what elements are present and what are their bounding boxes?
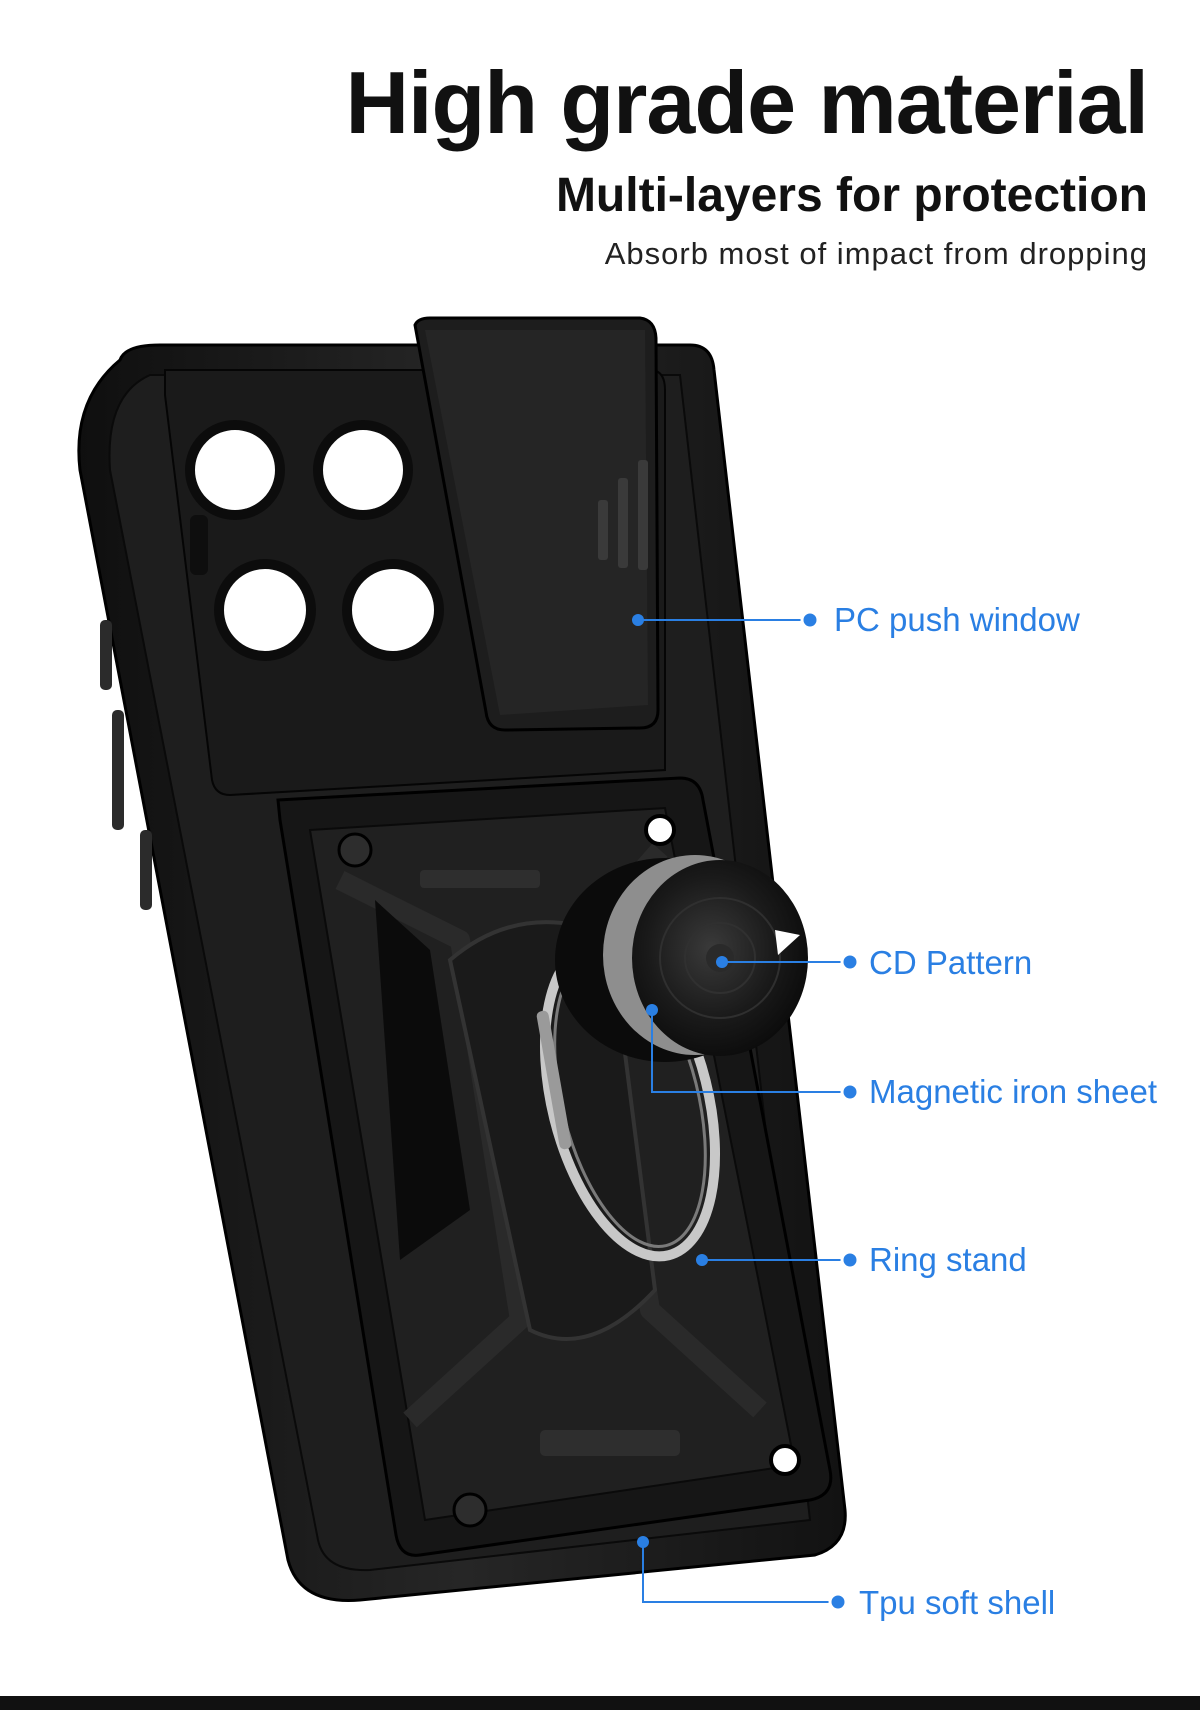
callout-label-pc-push-window: PC push window — [834, 601, 1080, 638]
camera-lens-icon — [185, 420, 285, 520]
side-button — [140, 830, 152, 910]
callout-label-cd-pattern: CD Pattern — [869, 944, 1033, 981]
side-button — [112, 710, 124, 830]
tagline: Absorb most of impact from dropping — [604, 236, 1148, 271]
callout-label-tpu-soft-shell: Tpu soft shell — [859, 1584, 1056, 1621]
grip-pattern — [420, 870, 540, 888]
leader-magnetic-iron-sheet — [646, 1004, 860, 1102]
camera-slider — [413, 316, 660, 732]
headline: High grade material — [345, 53, 1149, 152]
callout-leaders — [632, 610, 860, 1612]
leader-cd-pattern — [716, 952, 860, 972]
bottom-rule — [0, 1696, 1200, 1710]
cd-pattern-disc — [555, 855, 808, 1062]
leader-pc-push-window — [632, 610, 820, 630]
leader-ring-stand — [696, 1250, 860, 1270]
grip-pattern — [540, 1430, 680, 1456]
camera-lens-icon — [214, 559, 316, 661]
camera-lens-icon — [313, 420, 413, 520]
leader-tpu-soft-shell — [637, 1536, 848, 1612]
callout-label-magnetic-iron-sheet: Magnetic iron sheet — [869, 1073, 1157, 1110]
side-button — [100, 620, 112, 690]
callout-label-ring-stand: Ring stand — [869, 1241, 1027, 1278]
camera-lens-icon — [342, 559, 444, 661]
subheadline: Multi-layers for protection — [555, 169, 1148, 222]
